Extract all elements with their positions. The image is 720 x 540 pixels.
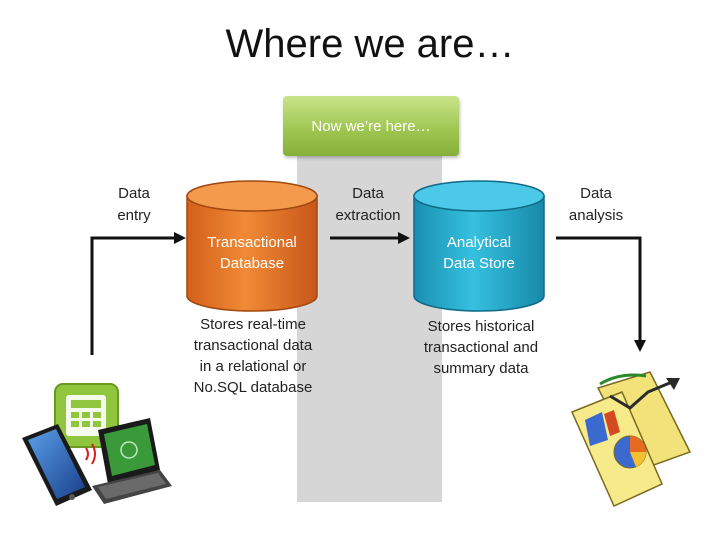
now-here-callout: Now we’re here… — [283, 96, 459, 156]
data-extraction-label: Data extraction — [335, 185, 401, 224]
network-signal-icon — [85, 443, 96, 465]
data-entry-arrow — [90, 232, 186, 355]
callout-text: Now we’re here… — [311, 117, 431, 135]
analytical-store-description: Stores historical transactional and summ… — [423, 318, 539, 377]
smartphone-icon — [22, 424, 92, 506]
data-analysis-arrow — [556, 236, 646, 352]
laptop-icon — [92, 418, 172, 504]
transactional-db-icon — [186, 180, 318, 312]
analytical-store-icon — [413, 180, 545, 312]
data-entry-label: Data entry — [117, 185, 151, 224]
data-extraction-arrow — [330, 232, 410, 244]
analytical-store-name: Analytical Data Store — [443, 234, 515, 272]
transactional-db-name: Transactional Database — [207, 234, 297, 272]
transactional-db-description: Stores real-time transactional data in a… — [193, 316, 313, 396]
reports-chart-icon — [570, 371, 692, 507]
page-title: Where we are… — [225, 22, 515, 66]
data-analysis-label: Data analysis — [568, 185, 624, 224]
